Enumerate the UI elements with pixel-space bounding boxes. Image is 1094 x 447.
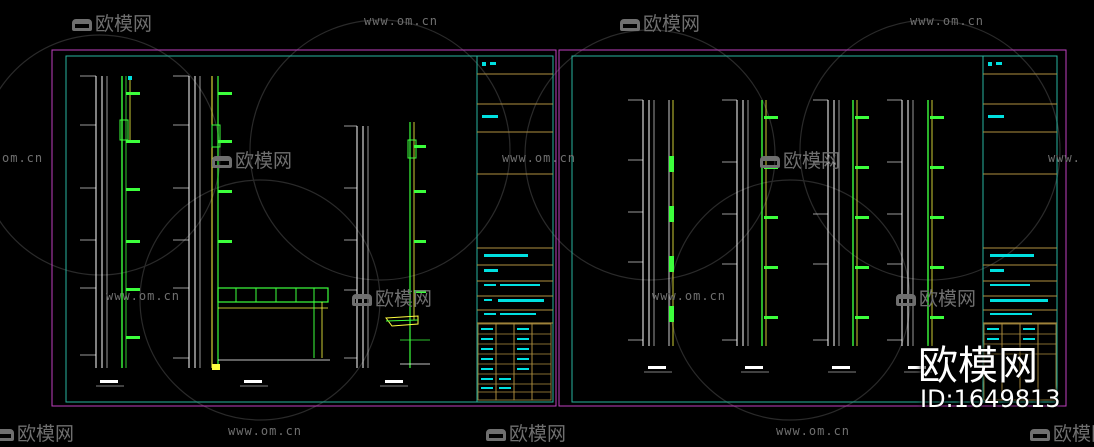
watermark-url: www.om.cn — [228, 424, 303, 438]
watermark-logo: 欧模网 — [0, 419, 74, 446]
watermark-logo-text: 欧模网 — [375, 288, 433, 310]
watermark-logo: 欧模网 — [760, 146, 840, 173]
watermark-logo-text: 欧模网 — [509, 423, 567, 445]
wall-section-6 — [813, 99, 869, 373]
sheet-left — [51, 49, 557, 407]
wall-section-2 — [173, 75, 330, 387]
watermark-url-partial: www. — [1048, 151, 1081, 165]
watermark-url: www.om.cn — [910, 14, 985, 28]
wall-section-3 — [344, 122, 430, 387]
sofa-icon — [620, 19, 640, 31]
title-block-left — [476, 55, 554, 403]
wall-section-5 — [722, 99, 778, 373]
title-block-right — [982, 55, 1058, 403]
watermark-url: www.om.cn — [776, 424, 851, 438]
watermark-logo-text: 欧模网 — [235, 150, 293, 172]
sofa-icon — [1030, 429, 1050, 441]
watermark-url: www.om.cn — [652, 289, 727, 303]
watermark-url: www.om.cn — [364, 14, 439, 28]
sofa-icon — [896, 294, 916, 306]
sofa-icon — [486, 429, 506, 441]
watermark-logo: 欧模网 — [212, 146, 292, 173]
sofa-icon — [212, 156, 232, 168]
sheet-left-border — [51, 49, 557, 407]
watermark-logo-text: 欧模网 — [95, 13, 153, 35]
wall-section-4 — [628, 99, 674, 373]
wall-section-1 — [80, 75, 140, 387]
stamp-logo: 欧模网 — [918, 343, 1038, 389]
sheet-right-border — [558, 49, 1067, 407]
watermark-logo-text: 欧模网 — [1053, 423, 1094, 445]
watermark-logo-text: 欧模网 — [17, 423, 75, 445]
watermark-logo: 欧模网 — [486, 419, 566, 446]
watermark-logo: 欧模网 — [72, 9, 152, 36]
watermark-url-partial: om.cn — [2, 151, 44, 165]
watermark-logo: 欧模网 — [1030, 419, 1094, 446]
watermark-url: www.om.cn — [106, 289, 181, 303]
sofa-icon — [352, 294, 372, 306]
watermark-url: www.om.cn — [502, 151, 577, 165]
sheet-right — [558, 49, 1067, 407]
stamp-id: ID:1649813 — [920, 385, 1061, 413]
sofa-icon — [760, 156, 780, 168]
watermark-logo-text: 欧模网 — [783, 150, 841, 172]
watermark-logo-text: 欧模网 — [643, 13, 701, 35]
watermark-logo: 欧模网 — [620, 9, 700, 36]
sofa-icon — [72, 19, 92, 31]
watermark-logo-text: 欧模网 — [919, 288, 977, 310]
watermark-logo: 欧模网 — [352, 284, 432, 311]
watermark-logo: 欧模网 — [896, 284, 976, 311]
sofa-icon — [0, 429, 14, 441]
watermark-circles — [0, 19, 1061, 421]
